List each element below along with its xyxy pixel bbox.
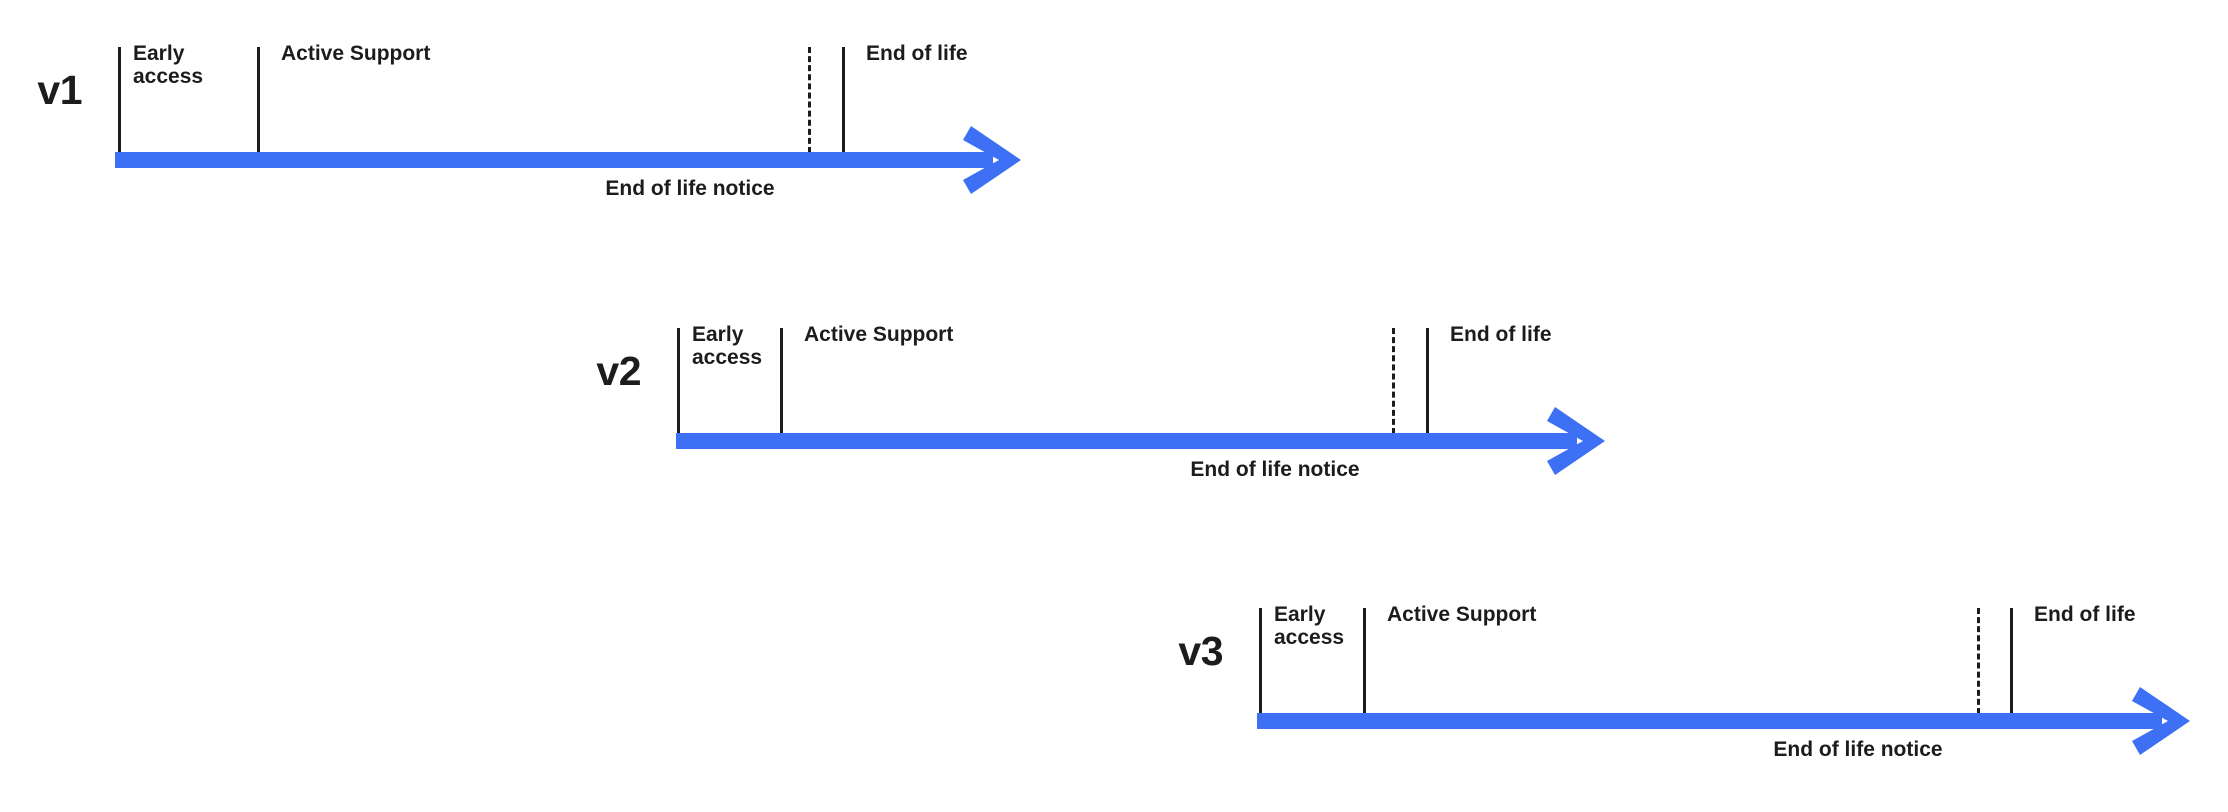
phase-divider-eol-notice-v3 (1977, 608, 1980, 714)
version-label-v2: v2 (596, 348, 641, 394)
phase-divider-early-access-start-v2 (677, 328, 680, 434)
timeline-arrowhead-v3 (2132, 687, 2190, 755)
timeline-arrowhead-v1 (963, 126, 1021, 194)
phase-divider-end-of-life-start-v3 (2010, 608, 2013, 714)
phase-label-active-support-v1: Active Support (281, 42, 431, 65)
phase-label-early-access-v2: Early access (692, 323, 763, 369)
phase-label-active-support-v2: Active Support (804, 323, 954, 346)
notice-label-v2: End of life notice (1190, 458, 1360, 481)
timeline-bar-v1 (115, 152, 993, 168)
phase-divider-active-support-start-v3 (1363, 608, 1366, 714)
phase-divider-eol-notice-v2 (1392, 328, 1395, 434)
timeline-arrowhead-v2 (1547, 407, 1605, 475)
phase-label-end-of-life-v2: End of life (1450, 323, 1552, 346)
phase-label-active-support-v3: Active Support (1387, 603, 1537, 626)
phase-divider-active-support-start-v2 (780, 328, 783, 434)
phase-divider-active-support-start-v1 (257, 47, 260, 153)
notice-label-v3: End of life notice (1773, 738, 1943, 761)
phase-divider-end-of-life-start-v2 (1426, 328, 1429, 434)
phase-label-end-of-life-v1: End of life (866, 42, 968, 65)
timeline-row-v1: v1 Early access Active Support End of li… (0, 0, 2228, 250)
phase-label-early-access-v3: Early access (1274, 603, 1345, 649)
phase-label-early-access-v1: Early access (133, 42, 204, 88)
timeline-bar-v2 (676, 433, 1577, 449)
phase-divider-end-of-life-start-v1 (842, 47, 845, 153)
version-label-v3: v3 (1178, 628, 1223, 674)
phase-divider-eol-notice-v1 (808, 47, 811, 153)
phase-divider-early-access-start-v3 (1259, 608, 1262, 714)
timeline-row-v2: v2 Early access Active Support End of li… (0, 281, 2228, 531)
timeline-bar-v3 (1257, 713, 2162, 729)
version-label-v1: v1 (37, 67, 82, 113)
timeline-row-v3: v3 Early access Active Support End of li… (0, 561, 2228, 811)
phase-label-end-of-life-v3: End of life (2034, 603, 2136, 626)
notice-label-v1: End of life notice (605, 177, 775, 200)
phase-divider-early-access-start-v1 (118, 47, 121, 153)
